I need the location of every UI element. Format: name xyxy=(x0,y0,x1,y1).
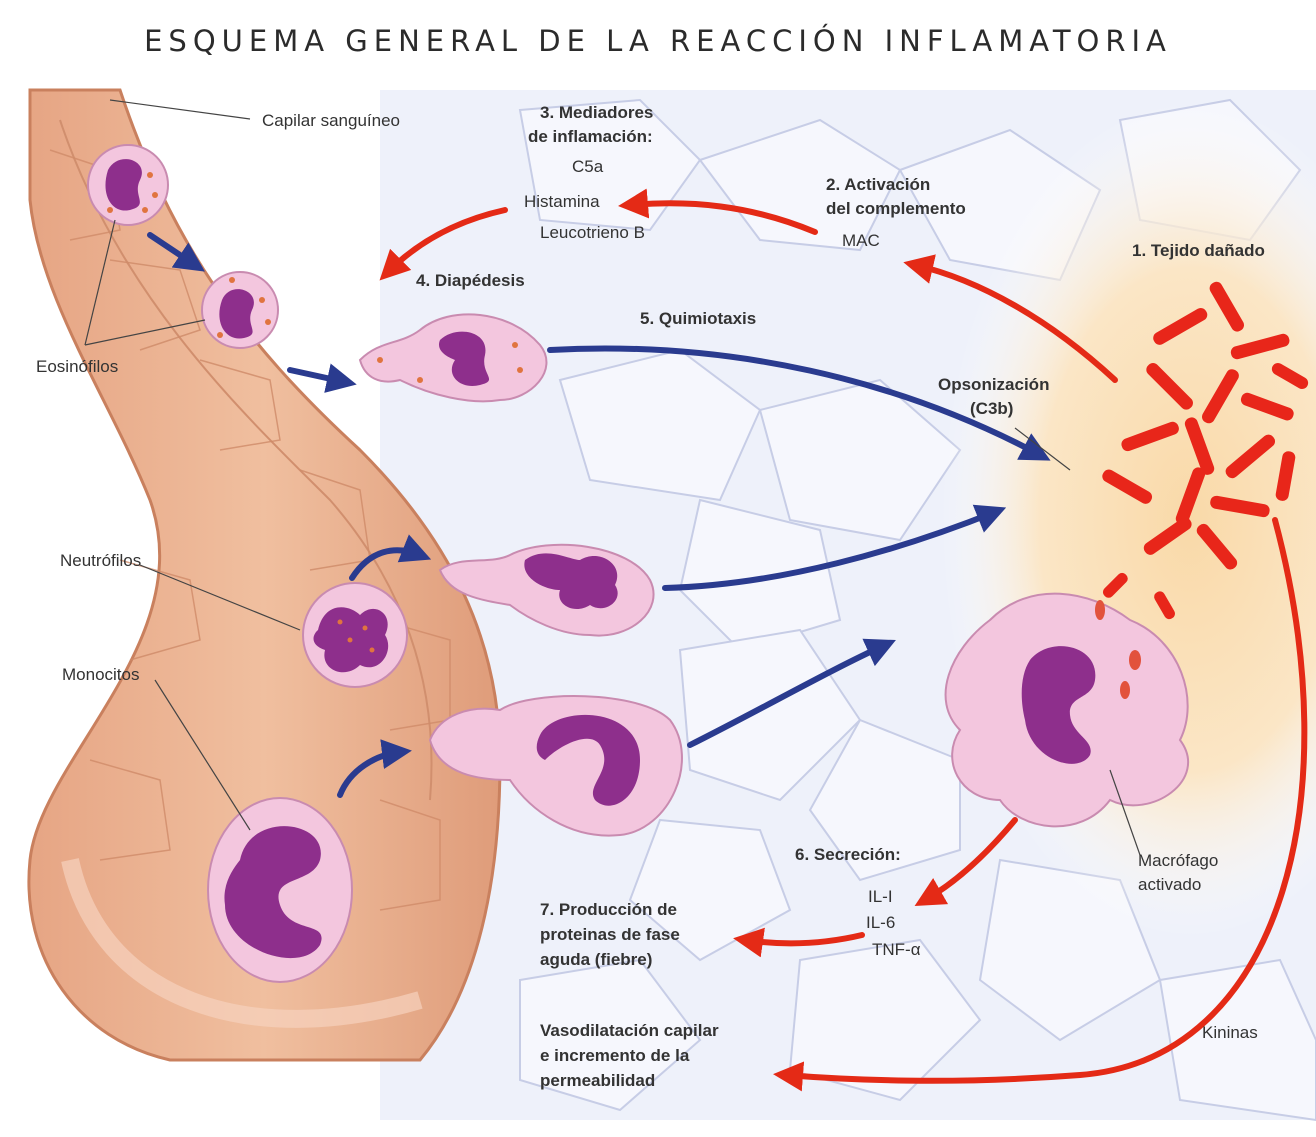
label-eosinofilos: Eosinófilos xyxy=(36,357,118,376)
label-mediadores-1: 3. Mediadores xyxy=(540,103,653,122)
label-quimiotaxis: 5. Quimiotaxis xyxy=(640,309,756,328)
label-vaso-3: permeabilidad xyxy=(540,1071,655,1090)
label-opsonizacion-1: Opsonización xyxy=(938,375,1049,394)
label-tejido: 1. Tejido dañado xyxy=(1132,241,1265,260)
label-activacion-2: del complemento xyxy=(826,199,966,218)
label-diapedesis: 4. Diapédesis xyxy=(416,271,525,290)
label-kininas: Kininas xyxy=(1202,1023,1258,1042)
label-tnf: TNF-α xyxy=(872,940,921,959)
label-vaso-2: e incremento de la xyxy=(540,1046,690,1065)
label-opsonizacion-2: (C3b) xyxy=(970,399,1013,418)
label-produccion-2: proteinas de fase xyxy=(540,925,680,944)
label-mac: MAC xyxy=(842,231,880,250)
label-macrofago-1: Macrófago xyxy=(1138,851,1218,870)
label-c5a: C5a xyxy=(572,157,604,176)
label-il6: IL-6 xyxy=(866,913,895,932)
label-il1: IL-I xyxy=(868,887,893,906)
monocyte-cell xyxy=(208,798,352,982)
label-produccion-3: aguda (fiebre) xyxy=(540,950,652,969)
label-leucotrieno: Leucotrieno B xyxy=(540,223,645,242)
label-produccion-1: 7. Producción de xyxy=(540,900,677,919)
eosinophil-cell-2 xyxy=(202,272,278,348)
label-capilar: Capilar sanguíneo xyxy=(262,111,400,130)
label-histamina: Histamina xyxy=(524,192,600,211)
label-monocitos: Monocitos xyxy=(62,665,139,684)
label-mediadores-2: de inflamación: xyxy=(528,127,653,146)
label-activacion-1: 2. Activación xyxy=(826,175,930,194)
label-vaso-1: Vasodilatación capilar xyxy=(540,1021,719,1040)
label-neutrofilos: Neutrófilos xyxy=(60,551,141,570)
arrow-eosinophil-move-2 xyxy=(290,370,345,382)
eosinophil-cell-1 xyxy=(88,145,168,225)
neutrophil-cell xyxy=(303,583,407,687)
label-macrofago-2: activado xyxy=(1138,875,1201,894)
label-secrecion: 6. Secreción: xyxy=(795,845,901,864)
